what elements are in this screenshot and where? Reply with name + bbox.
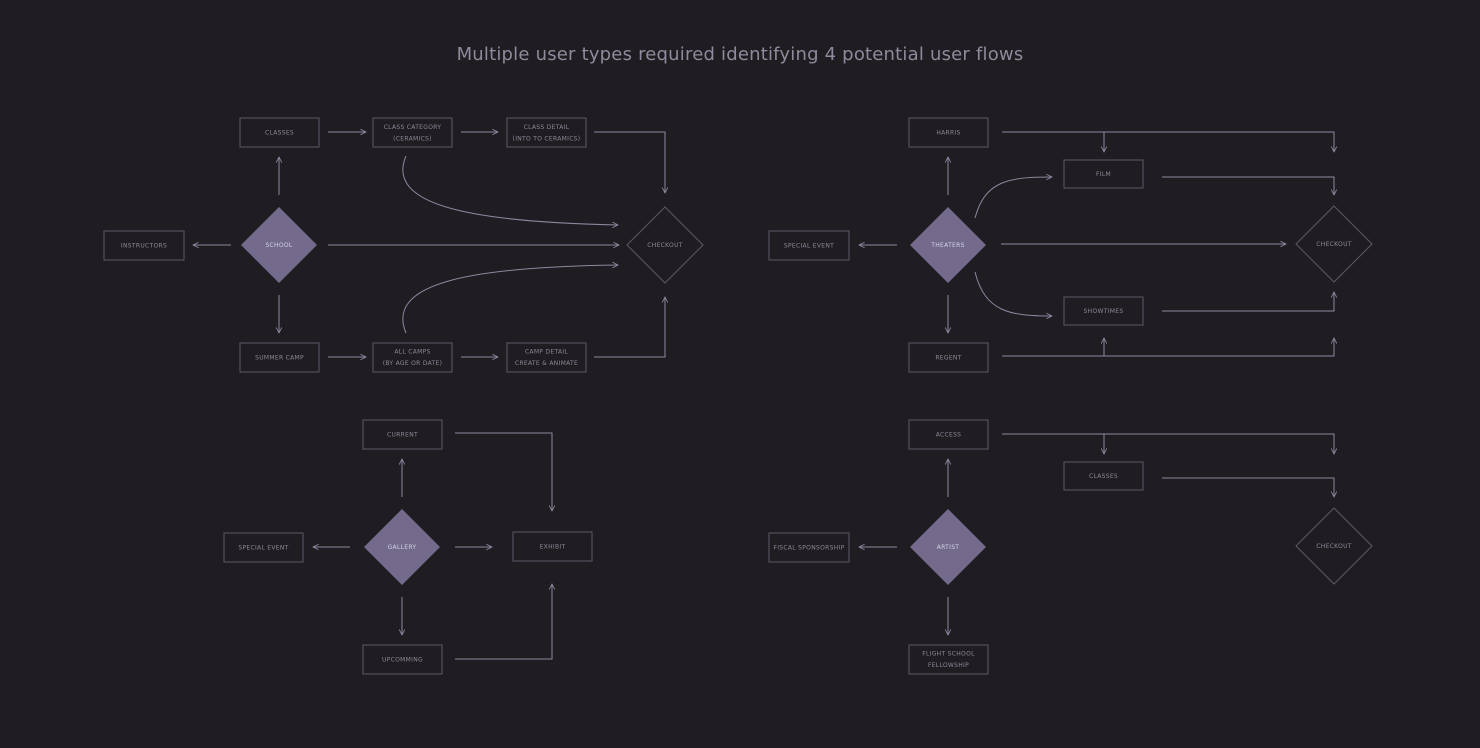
theaters-checkout-label: CHECKOUT — [1316, 241, 1352, 248]
node-theaters-special-event[interactable]: SPECIAL EVENT — [768, 230, 850, 261]
all-camps-label: ALL CAMPS — [394, 349, 430, 356]
film-label: FILM — [1096, 171, 1111, 178]
decision-theaters-checkout[interactable]: CHECKOUT — [1295, 205, 1373, 283]
decision-theaters[interactable]: THEATERS — [910, 207, 986, 283]
node-class-category[interactable]: CLASS CATEGORY (CERAMICS) — [372, 117, 453, 148]
decision-artist[interactable]: ARTIST — [910, 509, 986, 585]
edge-theaters-film-curve — [974, 177, 1052, 219]
current-label: CURRENT — [387, 432, 418, 439]
flight-school-label: FLIGHT SCHOOL — [922, 651, 975, 658]
exhibit-label: EXHIBIT — [540, 544, 566, 551]
node-artist-classes[interactable]: CLASSES — [1063, 461, 1144, 491]
school-flow: SCHOOL CHECKOUT CLASSES CLASS CATEGORY (… — [103, 117, 704, 373]
node-camp-detail[interactable]: CAMP DETAIL CREATE & ANIMATE — [506, 342, 587, 373]
all-camps-sub: (BY AGE OR DATE) — [383, 360, 443, 367]
edge-theaters-showtimes-curve — [974, 271, 1052, 316]
edge-detail-checkout — [594, 131, 665, 193]
edge-film-checkout — [1162, 176, 1334, 195]
artist-classes-label: CLASSES — [1089, 473, 1118, 480]
edge-current-exhibit — [455, 432, 552, 511]
node-regent[interactable]: REGENT — [908, 342, 989, 373]
instructors-label: INSTRUCTORS — [121, 243, 167, 250]
node-gallery-special-event[interactable]: SPECIAL EVENT — [223, 532, 304, 563]
artist-flow: ARTIST CHECKOUT ACCESS CLASSES FISCAL SP… — [768, 419, 1373, 675]
decision-theaters-label: THEATERS — [930, 242, 964, 249]
fiscal-sponsorship-label: FISCAL SPONSORSHIP — [773, 545, 844, 552]
theaters-special-event-label: SPECIAL EVENT — [784, 243, 834, 250]
classes-label: CLASSES — [265, 130, 294, 137]
edge-upcomming-exhibit — [455, 584, 552, 660]
decision-school-checkout[interactable]: CHECKOUT — [626, 206, 704, 284]
decision-gallery-label: GALLERY — [388, 544, 417, 551]
node-showtimes[interactable]: SHOWTIMES — [1063, 296, 1144, 326]
flight-school-sub: FELLOWSHIP — [928, 662, 969, 669]
node-fiscal-sponsorship[interactable]: FISCAL SPONSORSHIP — [768, 532, 850, 563]
node-flight-school[interactable]: FLIGHT SCHOOL FELLOWSHIP — [908, 644, 989, 675]
class-category-label: CLASS CATEGORY — [384, 124, 442, 131]
camp-detail-label: CAMP DETAIL — [525, 349, 568, 356]
access-label: ACCESS — [936, 432, 962, 439]
node-class-detail[interactable]: CLASS DETAIL (INTO TO CERAMICS) — [506, 117, 587, 148]
artist-checkout-label: CHECKOUT — [1316, 543, 1352, 550]
node-exhibit[interactable]: EXHIBIT — [512, 531, 593, 562]
school-checkout-label: CHECKOUT — [647, 242, 683, 249]
showtimes-label: SHOWTIMES — [1084, 308, 1124, 315]
node-access[interactable]: ACCESS — [908, 419, 989, 450]
decision-artist-checkout[interactable]: CHECKOUT — [1295, 507, 1373, 585]
edge-category-curve-checkout — [402, 155, 618, 225]
gallery-flow: GALLERY CURRENT SPECIAL EVENT EXHIBIT UP… — [223, 419, 593, 675]
decision-gallery[interactable]: GALLERY — [364, 509, 440, 585]
edge-campdetail-checkout — [594, 297, 665, 358]
node-instructors[interactable]: INSTRUCTORS — [103, 230, 185, 261]
gallery-special-event-label: SPECIAL EVENT — [238, 545, 288, 552]
node-classes[interactable]: CLASSES — [239, 117, 320, 148]
harris-label: HARRIS — [936, 130, 960, 137]
node-upcomming[interactable]: UPCOMMING — [362, 644, 443, 675]
node-harris[interactable]: HARRIS — [908, 117, 989, 148]
edge-access-checkout — [1002, 433, 1334, 454]
edge-harris-checkout — [1002, 131, 1334, 152]
node-film[interactable]: FILM — [1063, 159, 1144, 189]
edge-classes-checkout — [1162, 477, 1334, 497]
edge-showtimes-checkout — [1162, 292, 1334, 312]
node-summer-camp[interactable]: SUMMER CAMP — [239, 342, 320, 373]
upcomming-label: UPCOMMING — [382, 657, 423, 664]
theaters-flow: THEATERS CHECKOUT HARRIS FILM SPECIAL EV… — [768, 117, 1373, 373]
camp-detail-sub: CREATE & ANIMATE — [515, 360, 578, 367]
node-all-camps[interactable]: ALL CAMPS (BY AGE OR DATE) — [372, 342, 453, 373]
decision-school[interactable]: SCHOOL — [241, 207, 317, 283]
decision-school-label: SCHOOL — [265, 242, 292, 249]
summer-camp-label: SUMMER CAMP — [255, 355, 304, 362]
class-detail-label: CLASS DETAIL — [524, 124, 570, 131]
page-title: Multiple user types required identifying… — [456, 44, 1024, 65]
decision-artist-label: ARTIST — [937, 544, 960, 551]
node-current[interactable]: CURRENT — [362, 419, 443, 450]
class-category-sub: (CERAMICS) — [393, 136, 432, 143]
class-detail-sub: (INTO TO CERAMICS) — [513, 136, 581, 143]
edge-camps-curve-checkout — [402, 265, 618, 334]
edge-regent-checkout — [1002, 338, 1334, 357]
regent-label: REGENT — [935, 355, 961, 362]
